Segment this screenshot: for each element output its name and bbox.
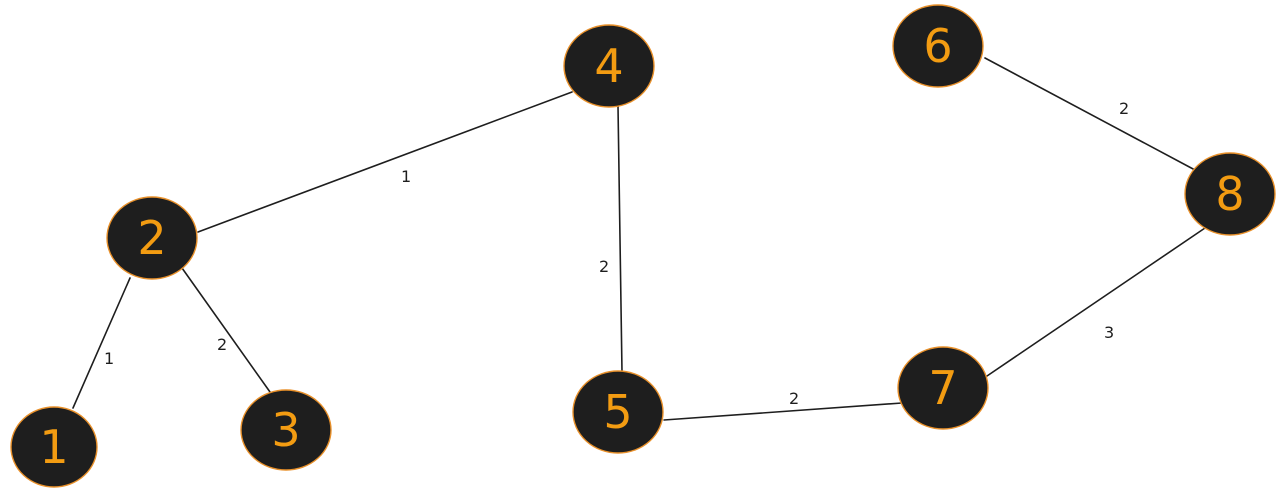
edge-2-3: 2 <box>181 267 271 393</box>
node-circle <box>563 24 655 108</box>
edge-line <box>663 402 903 421</box>
edge-6-8: 2 <box>984 57 1196 171</box>
edge-weight: 2 <box>599 257 609 276</box>
edge-weight: 3 <box>1104 323 1114 342</box>
node-8[interactable]: 8 <box>1184 152 1276 236</box>
edge-line <box>986 227 1206 377</box>
node-circle <box>106 196 198 280</box>
edge-line <box>181 267 271 393</box>
node-1[interactable]: 1 <box>10 406 98 488</box>
node-4[interactable]: 4 <box>563 24 655 108</box>
node-label: 4 <box>594 39 623 93</box>
node-6[interactable]: 6 <box>892 4 984 88</box>
node-circle <box>892 4 984 88</box>
edge-5-7: 2 <box>663 389 903 421</box>
node-label: 3 <box>271 403 300 457</box>
node-label: 2 <box>137 211 166 265</box>
node-circle <box>240 389 332 471</box>
edges: 1 1 2 2 2 3 2 <box>72 57 1206 421</box>
edge-line <box>72 277 131 409</box>
edge-2-4: 1 <box>197 91 573 233</box>
edge-line <box>984 57 1196 171</box>
node-circle <box>10 406 98 488</box>
nodes: 1 2 3 4 5 6 7 8 <box>10 4 1276 488</box>
node-label: 1 <box>39 420 68 474</box>
node-label: 8 <box>1215 167 1244 221</box>
node-label: 5 <box>603 385 632 439</box>
edge-7-8: 3 <box>986 227 1206 377</box>
edge-line <box>197 91 573 233</box>
node-circle <box>1184 152 1276 236</box>
edge-2-1: 1 <box>72 277 131 409</box>
node-label: 7 <box>928 361 957 415</box>
node-circle <box>897 346 989 430</box>
edge-weight: 2 <box>1119 99 1129 118</box>
edge-weight: 2 <box>217 335 227 354</box>
node-label: 6 <box>923 19 952 73</box>
edge-weight: 1 <box>401 167 411 186</box>
node-circle <box>572 370 664 454</box>
edge-4-5: 2 <box>599 105 623 373</box>
node-3[interactable]: 3 <box>240 389 332 471</box>
node-5[interactable]: 5 <box>572 370 664 454</box>
node-2[interactable]: 2 <box>106 196 198 280</box>
edge-line <box>617 105 623 373</box>
edge-weight: 1 <box>104 349 114 368</box>
edge-weight: 2 <box>789 389 799 408</box>
node-7[interactable]: 7 <box>897 346 989 430</box>
